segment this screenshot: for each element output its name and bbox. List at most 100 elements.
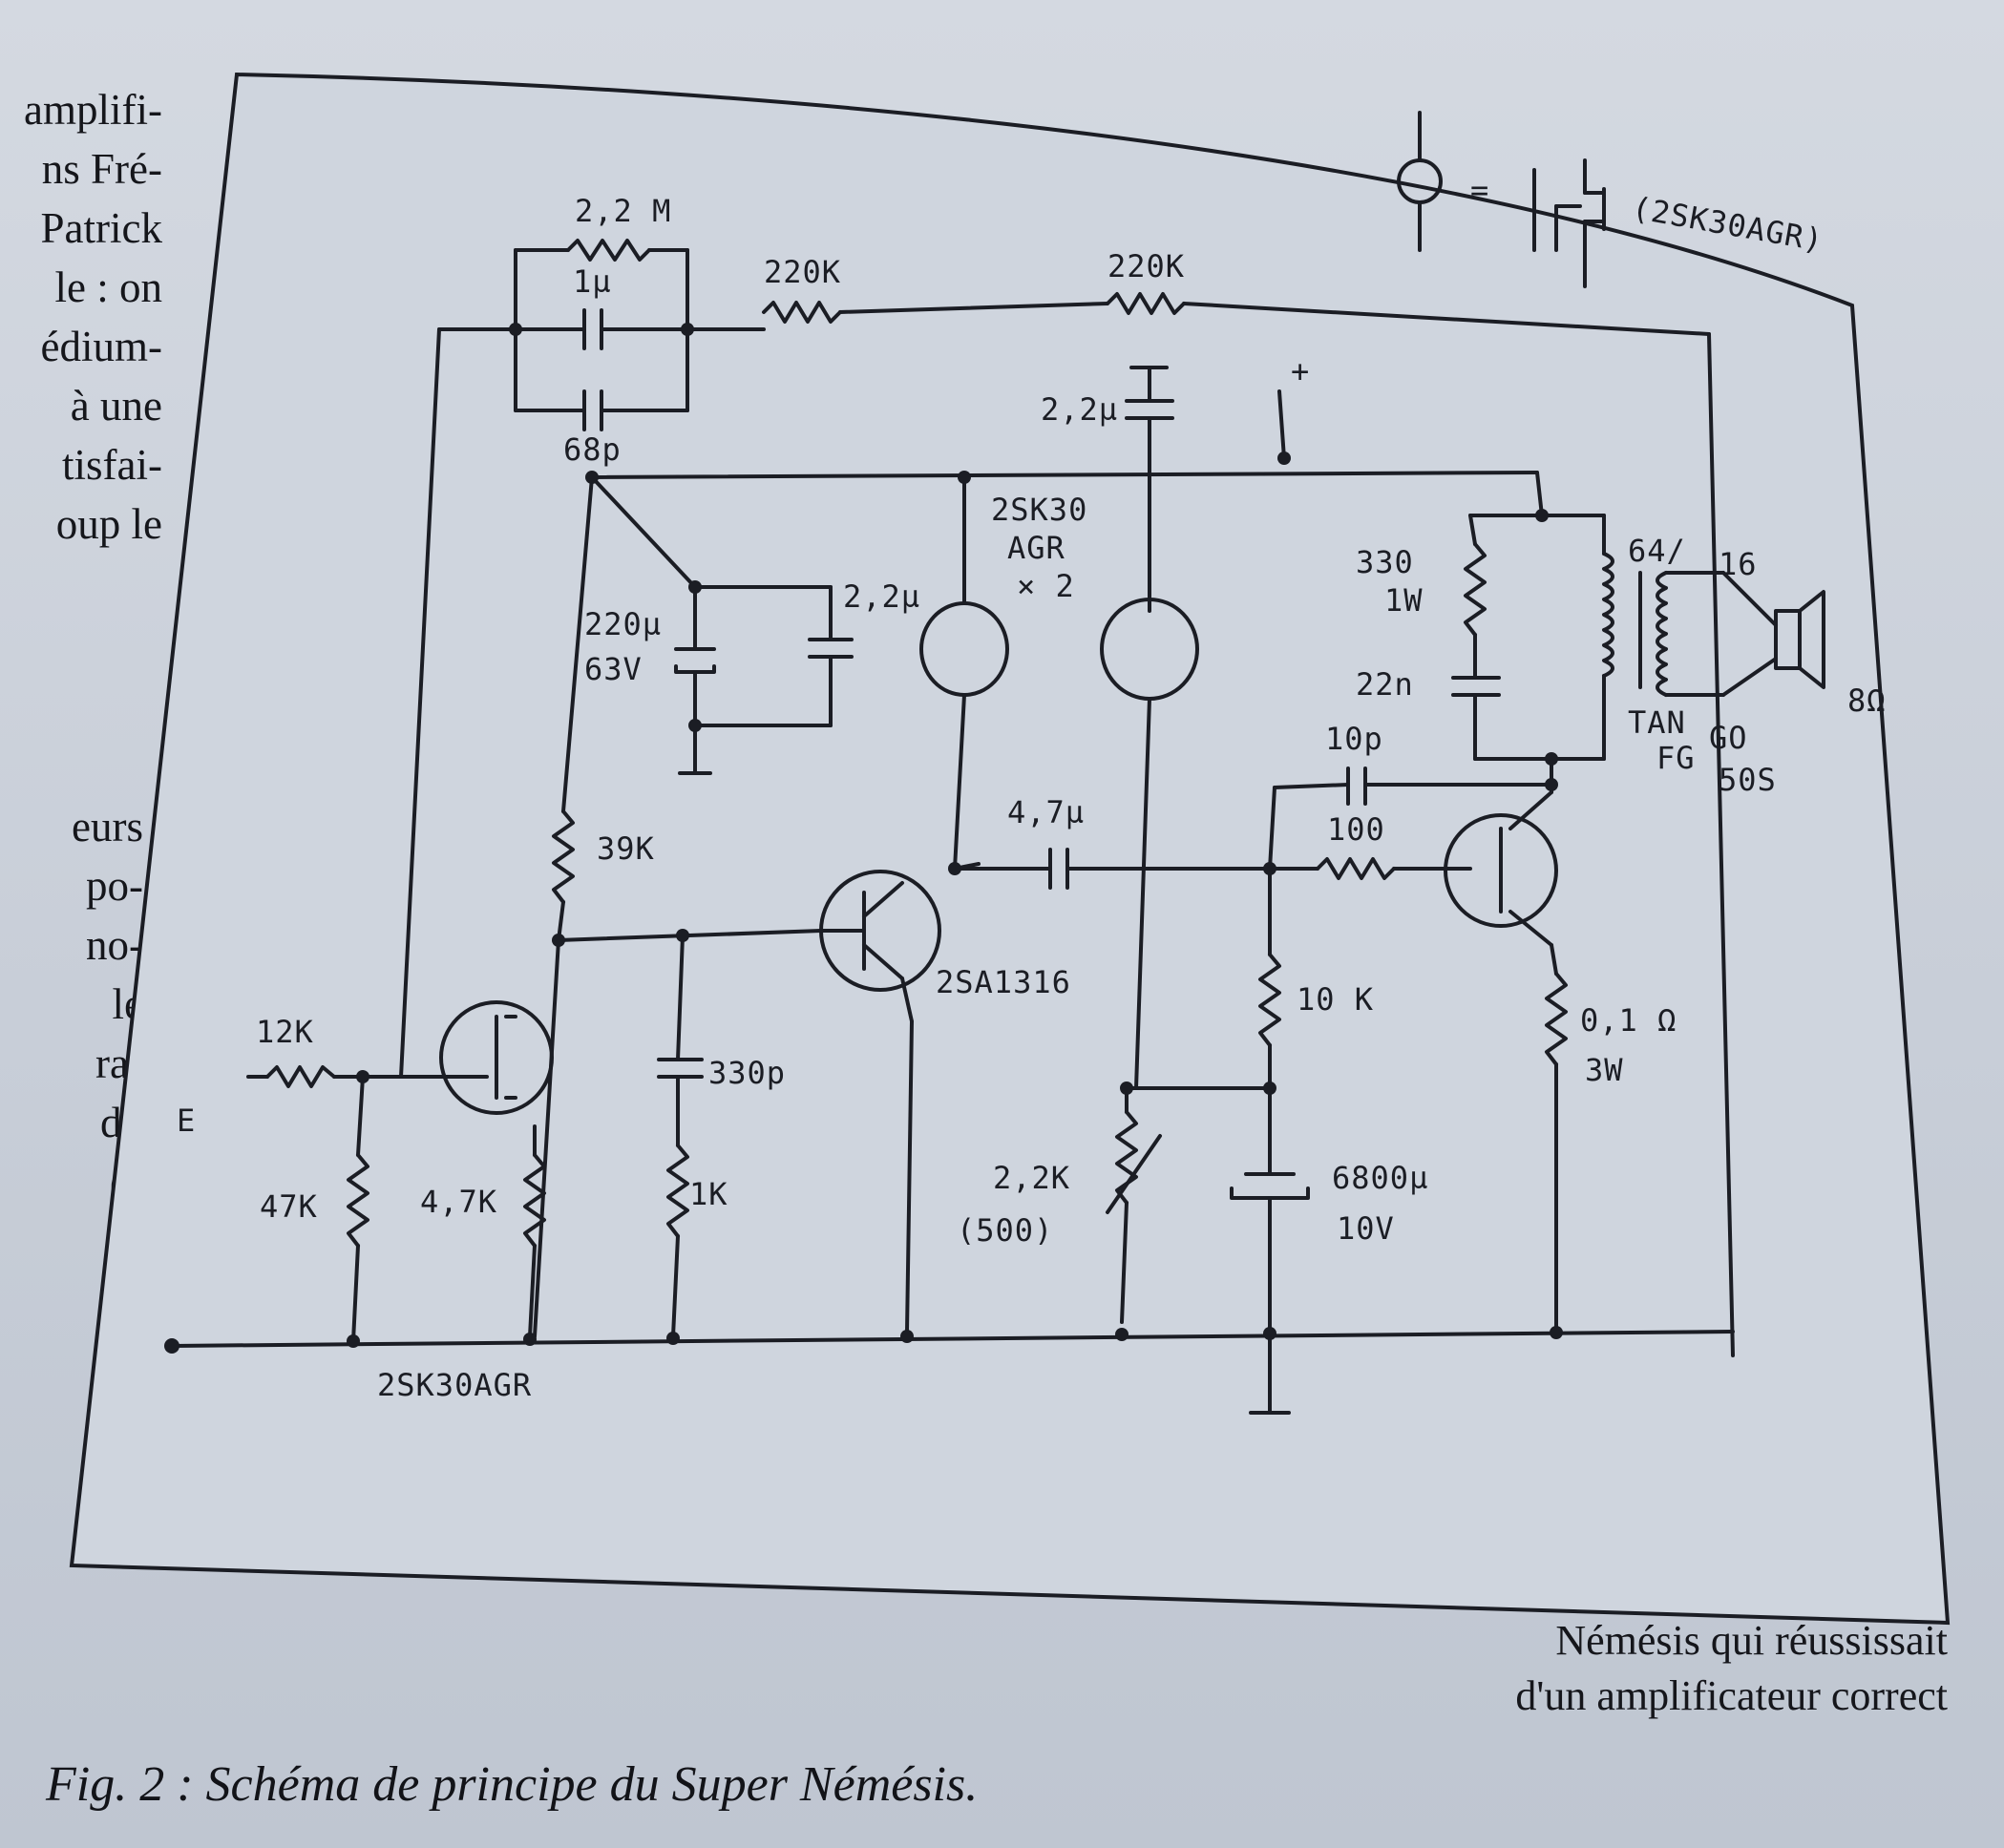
label-xfmr-name-2: GO	[1709, 720, 1748, 756]
text-line: tisfai-	[62, 441, 162, 489]
label-pot-500: (500)	[957, 1212, 1053, 1249]
text-line: no-	[86, 921, 143, 969]
wire	[1182, 302, 1711, 336]
text-line: à une	[70, 382, 162, 430]
wire	[838, 302, 1109, 314]
label-r-10k: 10 K	[1297, 981, 1374, 1018]
text-line: oup le	[55, 500, 162, 548]
speaker-body	[1774, 609, 1802, 670]
wire	[1550, 943, 1558, 976]
label-r-0-1-w: 3W	[1585, 1052, 1624, 1088]
fet-output	[1444, 813, 1558, 928]
resistor-0-1	[1545, 972, 1568, 1066]
fet-symbol-legend	[1397, 111, 1606, 288]
text-line: édium-	[40, 323, 162, 370]
label-plus: +	[1291, 353, 1310, 389]
resistor-47k	[347, 1153, 369, 1248]
label-equals: =	[1470, 172, 1489, 208]
resistor-1k	[666, 1144, 689, 1238]
bottom-right-text: Némésis qui réussissait d'un amplificate…	[1413, 1613, 1948, 1724]
resistor-220k-b	[1106, 292, 1186, 315]
text-line: Némésis qui réussissait	[1555, 1617, 1948, 1664]
wire	[1707, 332, 1735, 1357]
wire	[557, 929, 823, 942]
label-r-39k: 39K	[597, 830, 655, 867]
label-fet-pair-1: 2SK30	[991, 492, 1087, 528]
wire	[399, 327, 441, 1079]
label-c-220u: 220µ	[584, 606, 662, 642]
label-c-2-2u-top: 2,2µ	[1041, 391, 1118, 428]
wire	[351, 1244, 360, 1343]
label-q-2sk30agr: 2SK30AGR	[377, 1367, 532, 1403]
label-fet-pair-3: × 2	[1017, 568, 1075, 604]
text-line: ns Fré-	[41, 145, 162, 193]
label-r-330-w: 1W	[1384, 582, 1424, 619]
text-line: Patrick	[40, 204, 162, 252]
label-r-4-7k: 4,7K	[420, 1184, 497, 1220]
resistor-12k	[265, 1065, 336, 1088]
potentiometer-2-2k	[1115, 1110, 1138, 1205]
wire	[900, 976, 914, 1023]
label-r-12k: 12K	[256, 1014, 314, 1050]
label-c-10p: 10p	[1325, 721, 1383, 757]
label-q-2sa1316: 2SA1316	[936, 964, 1071, 1000]
wire	[1134, 697, 1151, 1090]
wire	[1268, 786, 1276, 871]
text-line: eurs	[72, 803, 143, 850]
label-xfmr-ratio-b: 16	[1719, 546, 1758, 582]
label-r-330: 330	[1356, 544, 1414, 580]
text-line: le : on	[54, 263, 162, 311]
label-c-6800u-v: 10V	[1337, 1210, 1395, 1247]
label-r-47k: 47K	[260, 1188, 318, 1225]
label-speaker: 8Ω	[1847, 682, 1887, 719]
label-c-6800u: 6800µ	[1332, 1160, 1428, 1196]
wire	[528, 1244, 537, 1338]
wire	[1535, 471, 1544, 517]
wire	[676, 934, 685, 1061]
label-c-2-2u: 2,2µ	[843, 578, 920, 615]
label-r-0-1: 0,1 Ω	[1580, 1002, 1677, 1039]
fet-input	[439, 1000, 554, 1115]
resistor-220k-a	[762, 301, 842, 324]
wire	[356, 1075, 365, 1157]
ground-bus	[170, 1330, 1735, 1348]
wire	[953, 693, 966, 871]
wire	[1277, 389, 1286, 460]
label-c-330p: 330p	[708, 1055, 786, 1091]
resistor-4-7k	[523, 1153, 546, 1248]
junction-dots	[164, 323, 1563, 1354]
label-xfmr-name-1: TAN	[1628, 704, 1686, 741]
label-xfmr-name-4: 50S	[1719, 762, 1777, 798]
label-r-220k-a: 220K	[764, 254, 841, 290]
figure-caption: Fig. 2 : Schéma de principe du Super Ném…	[46, 1757, 979, 1812]
label-r-feedback: 2,2 M	[575, 193, 671, 229]
wire	[1468, 514, 1477, 546]
text-line: d'un amplificateur correct	[1515, 1672, 1948, 1719]
label-input: E	[177, 1102, 196, 1139]
label-c-22n: 22n	[1356, 666, 1414, 703]
speaker-cone	[1798, 590, 1825, 689]
wire	[1273, 783, 1350, 789]
wire	[590, 475, 697, 589]
label-c-4-7u: 4,7µ	[1007, 794, 1085, 830]
wire	[1721, 571, 1778, 627]
label-c-220u-v: 63V	[584, 651, 643, 687]
resistor-330	[1464, 542, 1487, 637]
potentiometer-arrow	[1106, 1134, 1162, 1214]
label-r-220k-b: 220K	[1107, 248, 1185, 284]
resistor-10k	[1258, 953, 1281, 1047]
wire	[590, 471, 1539, 479]
wire	[1721, 657, 1778, 697]
label-c-feedback: 1µ	[573, 263, 612, 300]
label-pot-2-2k: 2,2K	[993, 1160, 1070, 1196]
resistor-39k	[552, 809, 575, 904]
wire	[1120, 1201, 1129, 1324]
label-c-feedback2: 68p	[563, 431, 622, 468]
label-fet-pair-2: AGR	[1007, 530, 1065, 566]
transformer-primary	[1602, 552, 1614, 678]
resistor-2-2m	[566, 239, 651, 262]
label-xfmr-name-3: FG	[1656, 740, 1696, 776]
text-line: po-	[86, 862, 143, 910]
wire	[533, 938, 560, 1338]
